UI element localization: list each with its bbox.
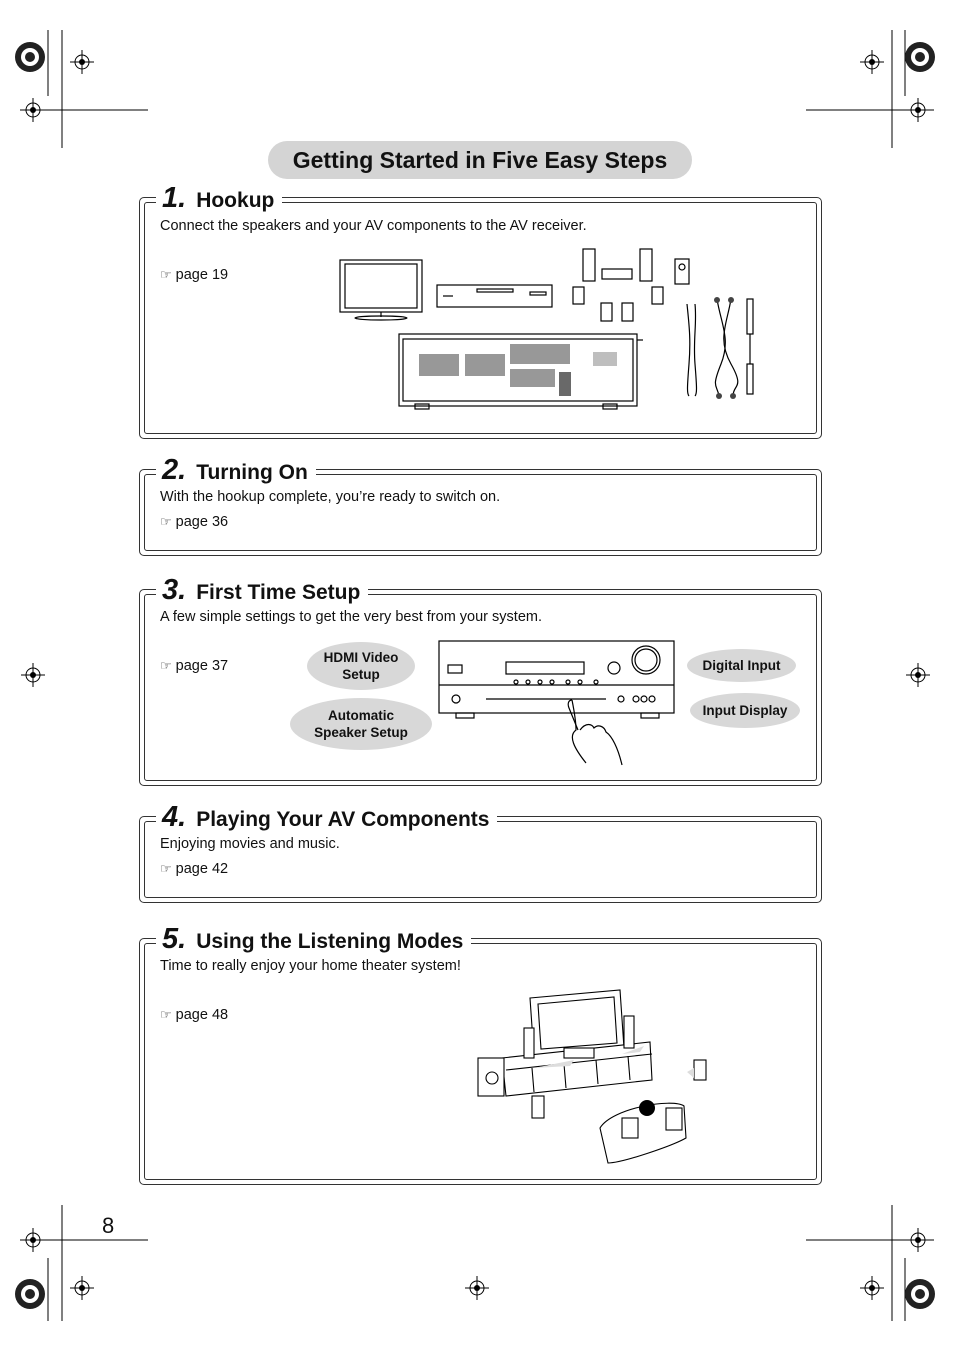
step-1-page-ref[interactable]: ☞page 19 — [160, 267, 229, 283]
step-3-heading: 3. First Time Setup — [156, 574, 369, 607]
step-5-text: Time to really enjoy your home theater s… — [160, 958, 461, 974]
digital-input-callout: Digital Input — [687, 649, 796, 682]
page-number: 8 — [102, 1213, 115, 1238]
receiver-front-illustration — [438, 640, 675, 766]
pointing-hand-icon: ☞ — [160, 514, 172, 529]
step-title: Playing Your AV Components — [196, 808, 490, 831]
step-2-text: With the hookup complete, you’re ready t… — [160, 489, 501, 505]
step-number: 2. — [162, 454, 187, 486]
page-title: Getting Started in Five Easy Steps — [268, 141, 692, 179]
step-1-heading: 1. Hookup — [156, 182, 283, 215]
step-title: Using the Listening Modes — [196, 930, 464, 953]
step-number: 4. — [162, 801, 187, 833]
step-3-text: A few simple settings to get the very be… — [160, 609, 542, 625]
step-4-page-ref[interactable]: ☞page 42 — [160, 861, 229, 877]
hookup-illustration — [339, 248, 754, 410]
step-5-heading: 5. Using the Listening Modes — [156, 923, 472, 956]
step-number: 3. — [162, 574, 187, 606]
step-1-text: Connect the speakers and your AV compone… — [160, 218, 587, 234]
input-display-callout: Input Display — [690, 693, 800, 728]
step-2-page-ref[interactable]: ☞page 36 — [160, 514, 229, 530]
step-title: Turning On — [196, 461, 308, 484]
automatic-speaker-setup-callout: Automatic Speaker Setup — [290, 698, 432, 750]
home-theater-illustration — [477, 989, 707, 1164]
hdmi-video-setup-callout: HDMI Video Setup — [307, 642, 415, 690]
step-4-text: Enjoying movies and music. — [160, 836, 340, 852]
step-title: Hookup — [196, 189, 275, 212]
pointing-hand-icon: ☞ — [160, 658, 172, 673]
step-2-heading: 2. Turning On — [156, 454, 316, 487]
step-3-page-ref[interactable]: ☞page 37 — [160, 658, 229, 674]
step-number: 5. — [162, 923, 187, 955]
step-number: 1. — [162, 182, 187, 214]
step-5-box — [139, 938, 822, 1185]
step-5-page-ref[interactable]: ☞page 48 — [160, 1007, 229, 1023]
step-title: First Time Setup — [196, 581, 361, 604]
pointing-hand-icon: ☞ — [160, 861, 172, 876]
pointing-hand-icon: ☞ — [160, 1007, 172, 1022]
pointing-hand-icon: ☞ — [160, 267, 172, 282]
step-4-heading: 4. Playing Your AV Components — [156, 801, 498, 834]
